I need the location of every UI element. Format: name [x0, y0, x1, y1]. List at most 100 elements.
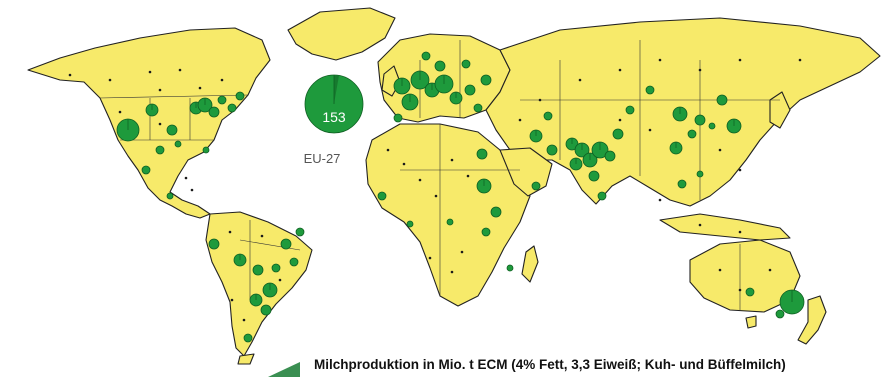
minor-producer-dot	[450, 158, 454, 162]
minor-producer-dot	[158, 88, 162, 92]
minor-producer-dot	[466, 174, 470, 178]
production-pie	[208, 238, 220, 250]
production-pie	[260, 304, 272, 316]
production-pie	[202, 146, 210, 154]
production-pie	[295, 227, 305, 237]
minor-producer-dot	[230, 298, 234, 302]
production-pie	[677, 179, 687, 189]
minor-producer-dot	[118, 110, 122, 114]
minor-producer-dot	[698, 68, 702, 72]
production-pie	[208, 106, 220, 118]
production-pie	[166, 124, 178, 136]
minor-producer-dot	[658, 198, 662, 202]
production-pie	[449, 91, 463, 105]
landmass-tasmania	[745, 315, 757, 329]
production-pie	[588, 170, 600, 182]
landmass-tierra-del-fuego	[237, 353, 255, 365]
minor-producer-dot	[158, 122, 162, 126]
production-pie	[582, 152, 598, 168]
production-pie	[529, 129, 543, 143]
minor-producer-dot	[698, 223, 702, 227]
minor-producer-dot	[434, 194, 438, 198]
production-pie	[262, 282, 278, 298]
production-pie	[612, 128, 624, 140]
minor-producer-dot	[798, 58, 802, 62]
minor-producer-dot	[148, 70, 152, 74]
production-pie	[565, 137, 579, 151]
production-pie	[406, 220, 414, 228]
production-pie	[481, 227, 491, 237]
production-pie	[745, 287, 755, 297]
production-pie	[716, 94, 728, 106]
production-pie	[243, 333, 253, 343]
production-pie	[506, 264, 514, 272]
production-pie	[393, 77, 411, 95]
production-pie	[476, 148, 488, 160]
production-pie	[197, 97, 213, 113]
production-pie	[233, 253, 247, 267]
production-pie	[141, 165, 151, 175]
minor-producer-dot	[648, 128, 652, 132]
production-pie	[249, 293, 263, 307]
legend-wedge-icon	[268, 362, 300, 377]
production-pie	[669, 141, 683, 155]
production-pie	[574, 142, 590, 158]
minor-producer-dot	[658, 58, 662, 62]
minor-producer-dot	[738, 288, 742, 292]
minor-producer-dot	[738, 58, 742, 62]
production-pie	[775, 309, 785, 319]
minor-producer-dot	[618, 118, 622, 122]
minor-producer-dot	[178, 68, 182, 72]
production-pie	[271, 263, 281, 273]
landmass-madagascar	[521, 245, 539, 283]
minor-producer-dot	[578, 78, 582, 82]
production-pie	[446, 218, 454, 226]
production-pie	[531, 181, 541, 191]
minor-producer-dot	[198, 86, 202, 90]
production-pie	[227, 103, 237, 113]
production-pie	[543, 111, 553, 121]
minor-producer-dot	[190, 188, 194, 192]
production-pie	[476, 178, 492, 194]
production-pie	[694, 114, 706, 126]
production-pie	[280, 238, 292, 250]
production-pie	[145, 103, 159, 117]
production-pie	[546, 144, 558, 156]
minor-producer-dot	[538, 98, 542, 102]
production-pie	[480, 74, 492, 86]
minor-producer-dot	[228, 230, 232, 234]
minor-producer-dot	[418, 178, 422, 182]
production-pie	[473, 103, 483, 113]
production-pie	[672, 106, 688, 122]
minor-producer-dot	[450, 270, 454, 274]
production-pie	[569, 157, 583, 171]
minor-producer-dot	[738, 168, 742, 172]
production-pie	[726, 118, 742, 134]
production-pie	[377, 191, 387, 201]
landmass-north-america	[27, 27, 271, 219]
production-pie	[604, 150, 616, 162]
minor-producer-dot	[260, 234, 264, 238]
production-pie	[116, 118, 140, 142]
minor-producer-dot	[220, 78, 224, 82]
production-pie	[434, 74, 454, 94]
production-pie	[166, 192, 174, 200]
production-pie	[597, 191, 607, 201]
minor-producer-dot	[718, 268, 722, 272]
minor-producer-dot	[108, 78, 112, 82]
landmass-greenland	[287, 7, 396, 61]
minor-producer-dot	[402, 162, 406, 166]
landmass-new-zealand	[797, 295, 827, 345]
production-pie	[434, 60, 446, 72]
minor-producer-dot	[738, 230, 742, 234]
country-borders	[99, 40, 780, 310]
minor-producer-dots	[68, 58, 802, 322]
production-pie	[410, 70, 430, 90]
landmass-japan	[769, 91, 791, 129]
landmass-africa	[365, 123, 531, 307]
production-pie	[779, 289, 805, 315]
production-pie	[401, 93, 419, 111]
minor-producer-dot	[68, 73, 72, 77]
production-pie	[625, 105, 635, 115]
